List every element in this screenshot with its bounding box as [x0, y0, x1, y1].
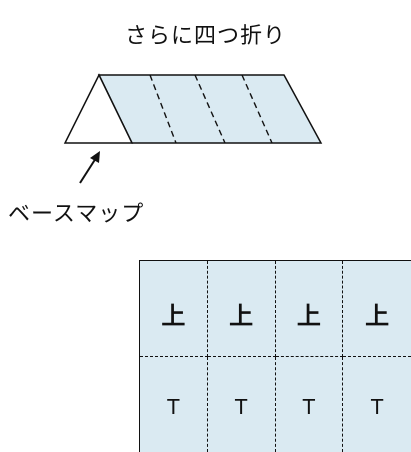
folded-strip [97, 74, 323, 144]
fold-line-2 [194, 74, 226, 144]
pointer-arrow-line [79, 157, 97, 184]
grid-cell: T [140, 356, 208, 452]
grid-cell: 上 [207, 261, 276, 357]
grid-cell: 上 [343, 261, 411, 357]
bottom-mark: T [371, 395, 384, 420]
folded-map-grid: 上 上 上 上 T T T T [139, 260, 411, 452]
folded-map-illustration [63, 73, 323, 184]
bottom-mark: T [167, 395, 180, 420]
base-map-label: ベースマップ [8, 202, 145, 227]
pointer-arrow-head [90, 151, 100, 163]
top-mark: 上 [365, 301, 390, 330]
grid-cell: 上 [140, 261, 208, 357]
bottom-mark: T [302, 395, 315, 420]
grid-cell: T [343, 357, 411, 452]
fold-line-3 [241, 74, 273, 144]
diagram-title: さらに四つ折り [124, 24, 286, 49]
base-map-triangle [63, 73, 134, 144]
grid-cell: T [208, 356, 276, 452]
top-mark: 上 [296, 301, 321, 330]
grid-cell: 上 [275, 261, 344, 357]
bottom-mark: T [235, 395, 248, 420]
top-mark: 上 [229, 301, 254, 330]
grid-cell: T [276, 356, 344, 452]
top-mark: 上 [161, 301, 186, 330]
fold-line-1 [149, 74, 177, 144]
